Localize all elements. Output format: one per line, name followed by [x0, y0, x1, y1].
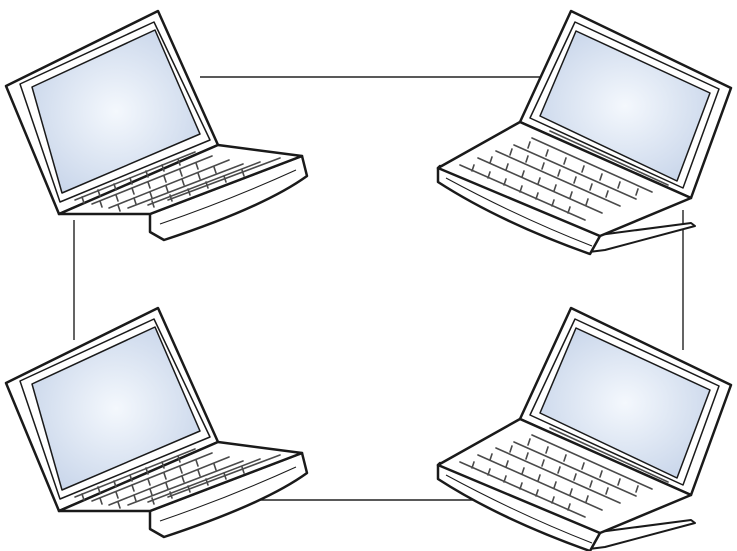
laptop-icon	[438, 308, 731, 551]
laptop-icon	[438, 11, 731, 254]
laptop-icon	[6, 308, 307, 537]
laptop-icon	[6, 11, 307, 240]
